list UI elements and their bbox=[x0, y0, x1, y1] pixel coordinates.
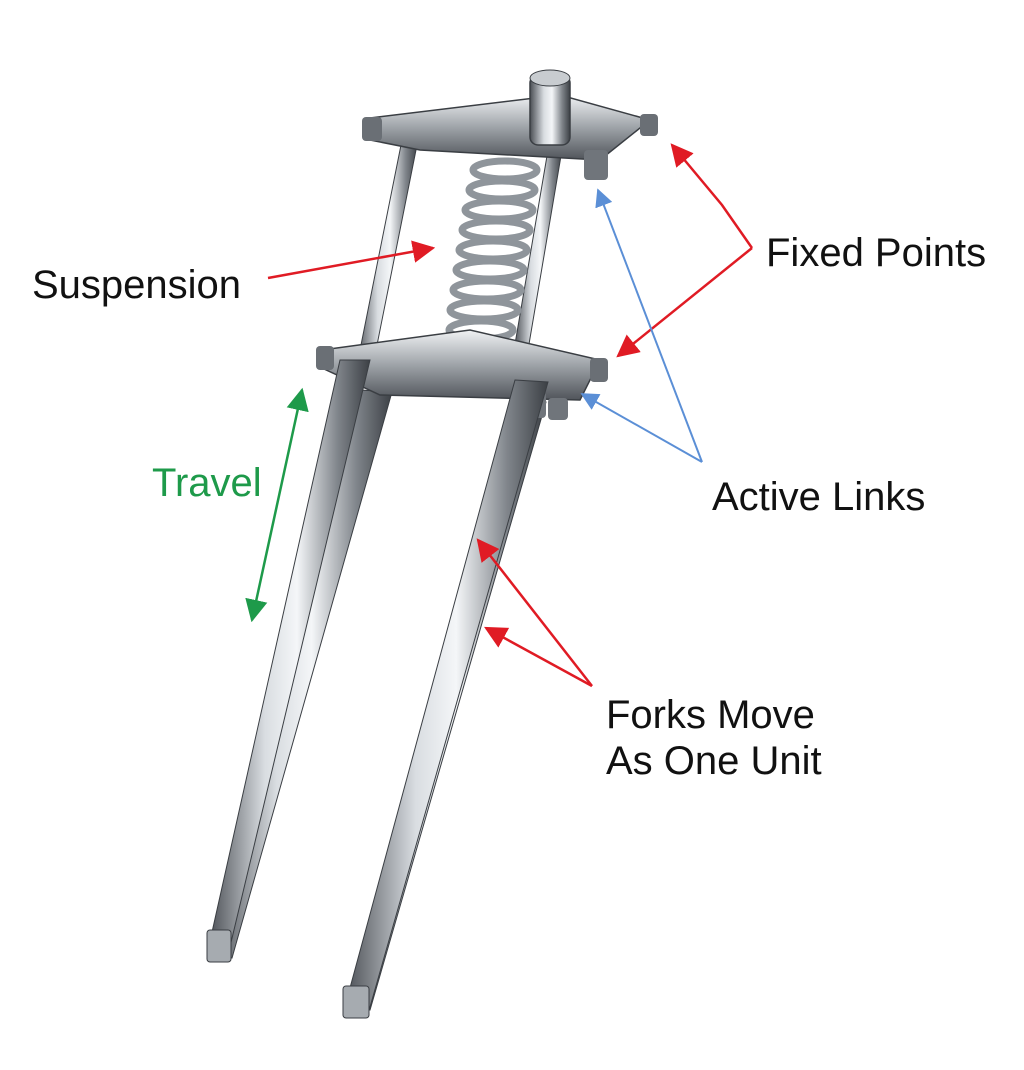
suspension-label: Suspension bbox=[32, 263, 242, 307]
annotation-arrows bbox=[245, 143, 754, 688]
forks-label-line2: As One Unit bbox=[606, 739, 822, 783]
active-links-label: Active Links bbox=[712, 475, 926, 519]
top-bracket bbox=[362, 69, 658, 180]
fixed-points-arrow-lower bbox=[616, 247, 753, 358]
active-links-arrow-lower bbox=[580, 393, 703, 463]
fixed-points-arrow-upper bbox=[670, 143, 754, 249]
front-fork-legs bbox=[206, 359, 549, 1019]
suspension-arrow bbox=[267, 240, 436, 280]
fixed-points-label: Fixed Points bbox=[766, 231, 987, 275]
travel-label: Travel bbox=[152, 461, 262, 505]
active-links-arrow-upper bbox=[595, 188, 703, 463]
forks-label-line1: Forks Move bbox=[606, 693, 815, 737]
travel-arrow bbox=[245, 387, 309, 623]
forks-arrow-lower bbox=[484, 626, 593, 688]
forks-label: Forks Move As One Unit bbox=[606, 692, 822, 784]
forks-arrow-upper bbox=[476, 538, 593, 687]
